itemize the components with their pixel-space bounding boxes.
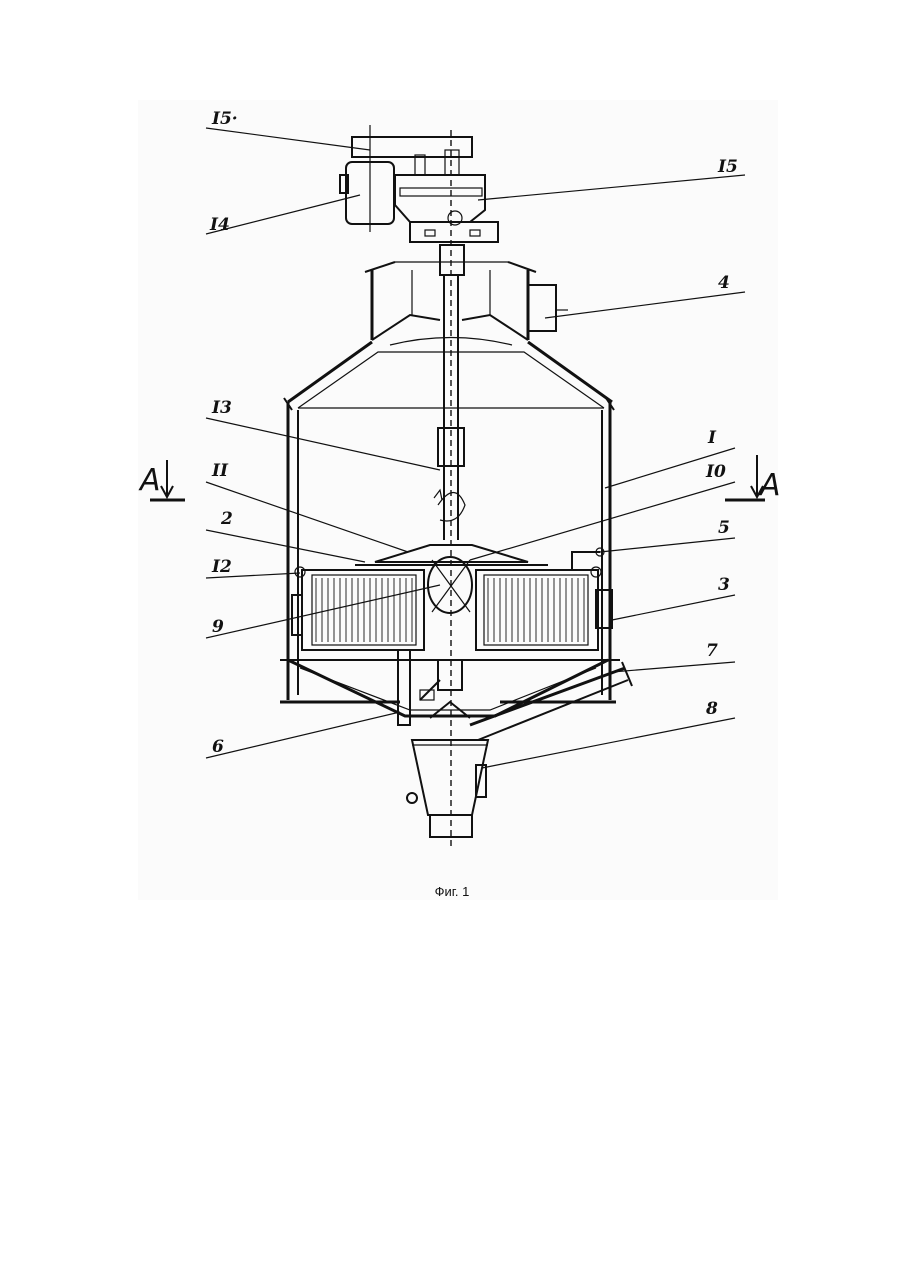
label-13: I3 bbox=[211, 398, 232, 418]
label-6: 6 bbox=[212, 737, 224, 757]
label-3: 3 bbox=[718, 575, 730, 595]
label-4: 4 bbox=[718, 273, 730, 293]
label-2: 2 bbox=[220, 509, 233, 529]
label-10: I0 bbox=[705, 462, 726, 482]
label-15-top: I5· bbox=[211, 109, 238, 129]
figure-caption: Фиг. 1 bbox=[435, 884, 470, 899]
label-11: II bbox=[211, 461, 229, 481]
label-15-right: I5 bbox=[717, 157, 738, 177]
section-mark-left: A bbox=[138, 463, 161, 498]
label-7: 7 bbox=[706, 641, 718, 661]
label-12: I2 bbox=[211, 557, 232, 577]
label-9: 9 bbox=[212, 617, 224, 637]
label-14: I4 bbox=[209, 215, 230, 235]
label-5: 5 bbox=[718, 518, 730, 538]
label-1: I bbox=[707, 428, 717, 448]
section-mark-right: A bbox=[758, 468, 781, 503]
label-8: 8 bbox=[705, 699, 718, 719]
